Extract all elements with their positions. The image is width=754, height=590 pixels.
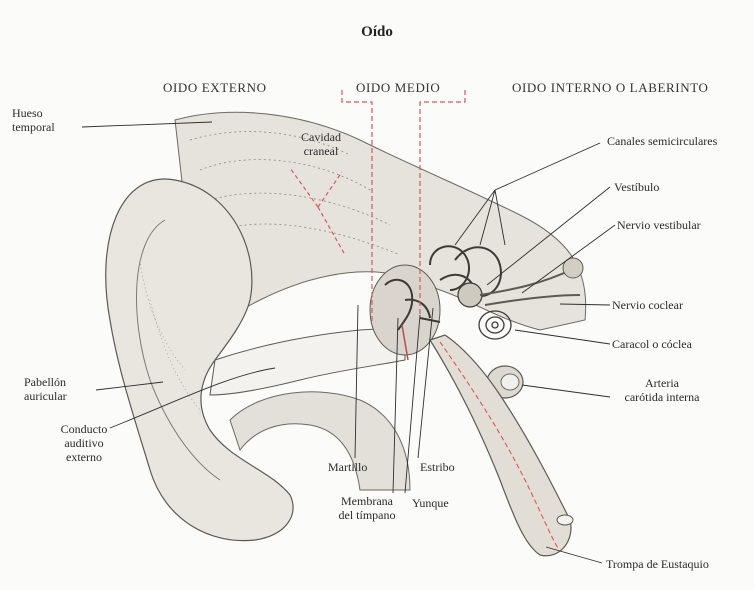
label-yunque: Yunque xyxy=(412,496,449,510)
leader-arteria xyxy=(522,385,610,397)
label-membrana-line1: Membrana xyxy=(332,494,402,508)
label-arteria-line1: Arteria xyxy=(612,376,712,390)
label-arteria-line2: carótida interna xyxy=(612,390,712,404)
label-trompa-eustaquio: Trompa de Eustaquio xyxy=(606,557,709,571)
label-pabellon-line2: auricular xyxy=(24,389,67,403)
ear-canal-shape xyxy=(210,329,405,395)
leader-caracol xyxy=(515,330,610,344)
eustachian-opening xyxy=(557,515,573,525)
label-caracol: Caracol o cóclea xyxy=(612,337,692,351)
label-estribo: Estribo xyxy=(420,460,455,474)
label-conducto-auditivo: Conducto auditivo externo xyxy=(52,422,116,464)
label-canales-semicirculares: Canales semicirculares xyxy=(607,134,717,148)
label-conducto-line2: auditivo xyxy=(52,436,116,450)
label-pabellon-auricular: Pabellón auricular xyxy=(24,375,67,403)
label-cavidad-craneal-line2: craneal xyxy=(301,144,341,158)
label-pabellon-line1: Pabellón xyxy=(24,375,67,389)
label-nervio-coclear: Nervio coclear xyxy=(612,298,683,312)
label-conducto-line3: externo xyxy=(52,450,116,464)
label-cavidad-craneal-line1: Cavidad xyxy=(301,130,341,144)
cochlea-shape xyxy=(479,311,511,339)
vestibule-shape xyxy=(458,283,482,307)
carotid-lumen xyxy=(501,374,519,390)
label-membrana-timpano: Membrana del tímpano xyxy=(332,494,402,522)
label-martillo: Martillo xyxy=(328,460,367,474)
label-hueso-temporal-line2: temporal xyxy=(12,120,55,134)
label-nervio-vestibular: Nervio vestibular xyxy=(617,218,701,232)
label-cavidad-craneal: Cavidad craneal xyxy=(301,130,341,158)
label-conducto-line1: Conducto xyxy=(52,422,116,436)
label-membrana-line2: del tímpano xyxy=(332,508,402,522)
label-hueso-temporal-line1: Hueso xyxy=(12,106,55,120)
label-hueso-temporal: Hueso temporal xyxy=(12,106,55,134)
label-vestibulo: Vestíbulo xyxy=(614,180,659,194)
label-arteria-carotida: Arteria carótida interna xyxy=(612,376,712,404)
